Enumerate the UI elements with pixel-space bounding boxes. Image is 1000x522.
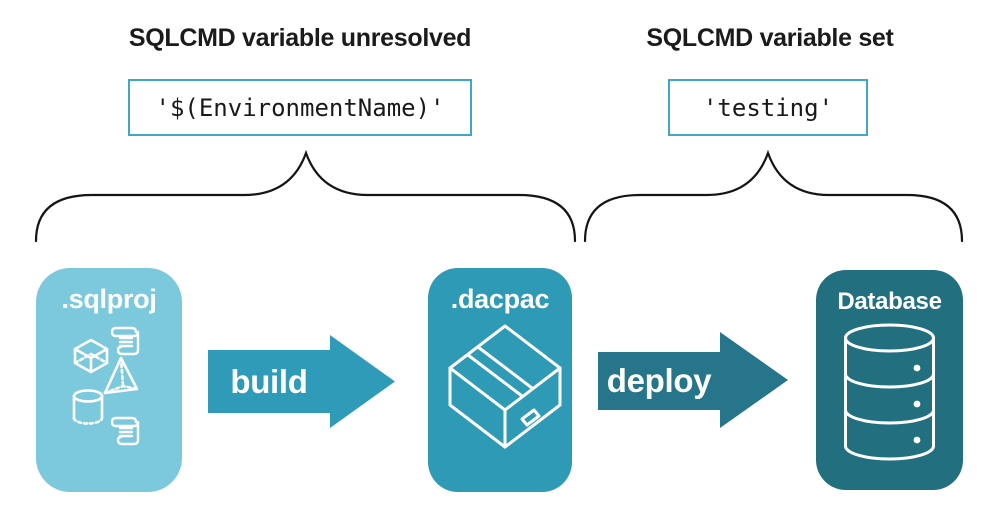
node-sqlproj: .sqlproj	[36, 268, 182, 492]
scroll-icon	[110, 326, 140, 356]
heading-sqlcmd-set: SQLCMD variable set	[646, 24, 894, 52]
code-box-environment-variable: '$(EnvironmentName)'	[128, 79, 472, 136]
sqlproj-icons	[72, 326, 140, 446]
cube-icon	[73, 338, 109, 374]
package-icon	[448, 324, 562, 449]
right-brace-icon	[583, 149, 964, 243]
deploy-arrow-icon	[598, 332, 788, 428]
code-testing-value: 'testing'	[702, 93, 834, 122]
code-box-testing-value: 'testing'	[668, 79, 868, 136]
build-arrow-label: build	[230, 362, 308, 400]
node-dacpac-label: .dacpac	[450, 284, 550, 314]
node-database: Database	[816, 270, 963, 490]
code-environment-variable: '$(EnvironmentName)'	[155, 93, 445, 122]
cylinder-icon	[72, 389, 104, 425]
brace-layer	[34, 149, 964, 243]
database-icon	[844, 323, 935, 461]
pyramid-icon	[103, 356, 139, 395]
scroll-icon	[110, 416, 140, 446]
heading-sqlcmd-unresolved: SQLCMD variable unresolved	[128, 24, 472, 52]
node-sqlproj-label: .sqlproj	[61, 284, 157, 314]
build-arrow-icon	[208, 335, 395, 428]
node-dacpac: .dacpac	[428, 268, 572, 492]
left-brace-icon	[34, 149, 577, 243]
node-database-label: Database	[837, 288, 942, 315]
deploy-arrow-label: deploy	[606, 362, 712, 399]
